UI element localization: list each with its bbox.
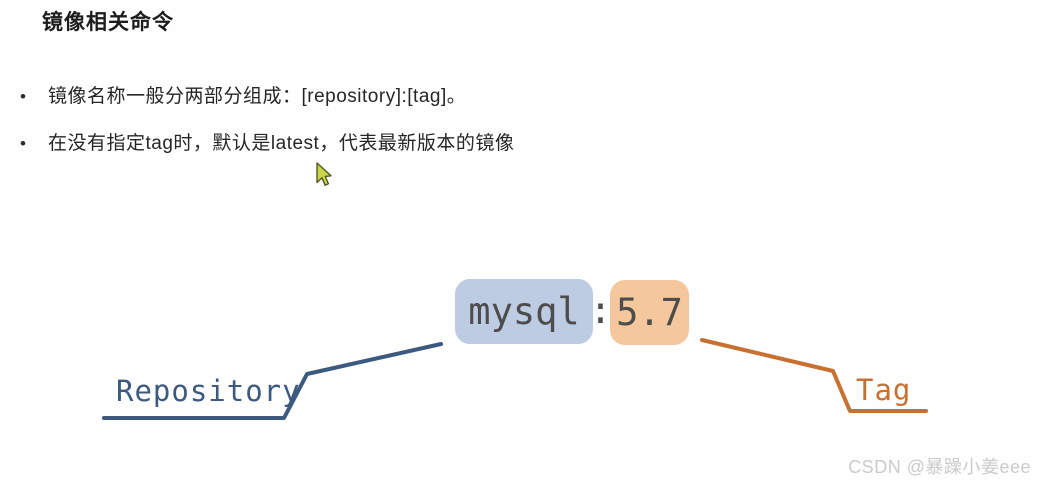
bullet-marker: • bbox=[20, 87, 27, 106]
repository-value-box: mysql bbox=[455, 279, 593, 344]
tag-label: Tag bbox=[856, 373, 912, 407]
repository-label: Repository bbox=[116, 374, 301, 408]
bullet-item-1: • 镜像名称一般分两部分组成：[repository]:[tag]。 bbox=[20, 84, 466, 109]
page-title: 镜像相关命令 bbox=[42, 11, 174, 34]
repository-value: mysql bbox=[468, 290, 580, 333]
bullet-marker: • bbox=[20, 134, 27, 153]
bullet-text-1: 镜像名称一般分两部分组成：[repository]:[tag]。 bbox=[48, 86, 467, 107]
mouse-cursor-icon bbox=[316, 162, 332, 186]
csdn-watermark: CSDN @暴躁小姜eee bbox=[848, 457, 1031, 477]
tag-value: 5.7 bbox=[616, 291, 683, 334]
bullet-text-2: 在没有指定tag时，默认是latest，代表最新版本的镜像 bbox=[48, 133, 515, 154]
bullet-item-2: • 在没有指定tag时，默认是latest，代表最新版本的镜像 bbox=[20, 131, 514, 156]
name-tag-separator: : bbox=[589, 289, 612, 332]
tag-value-box: 5.7 bbox=[610, 280, 689, 345]
